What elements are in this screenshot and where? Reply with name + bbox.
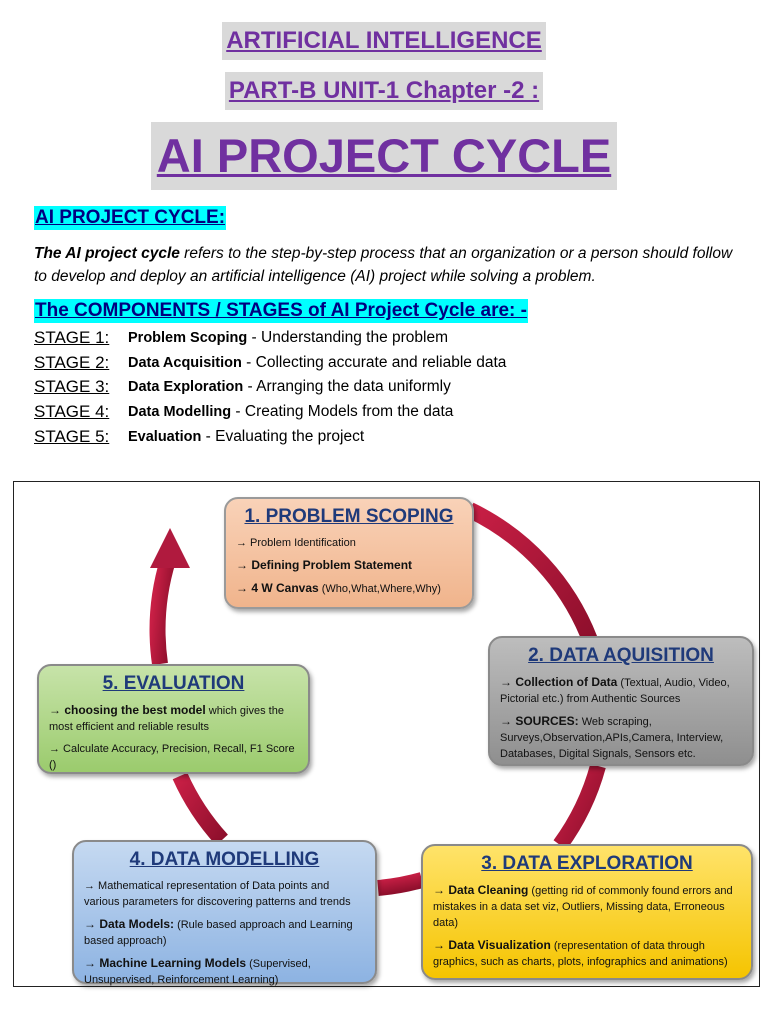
box-item-extra: (representation of data through graphics…: [433, 940, 728, 968]
stage-number: STAGE 4:: [34, 402, 110, 421]
box-item: → Collection of Data (Textual, Audio, Vi…: [500, 674, 744, 707]
stage-desc: - Evaluating the project: [201, 428, 365, 445]
stage-name: Problem Scoping: [128, 330, 248, 346]
box-item-main: → Data Visualization: [433, 938, 551, 952]
box-item-main: → Defining Problem Statement: [236, 558, 413, 572]
box-title: 2. DATA AQUISITION: [528, 645, 714, 666]
main-title-wrap: AI PROJECT CYCLE: [0, 122, 768, 190]
stage-number: STAGE 3:: [34, 377, 110, 396]
cycle-arrow-segment: [466, 502, 598, 643]
cycle-diagram-frame: [13, 481, 760, 987]
box-item-main: → SOURCES:: [500, 714, 579, 728]
box-item: → Problem Identification: [236, 535, 464, 551]
stage-line: Data Acquisition - Collecting accurate a…: [128, 351, 506, 375]
box-item: → Data Visualization (representation of …: [433, 937, 743, 970]
box-item: → Data Models: (Rule based approach and …: [84, 916, 367, 949]
cycle-arrow-segment: [377, 872, 425, 896]
stage-name: Evaluation: [128, 429, 202, 445]
box-item-extra: (Textual, Audio, Video, Pictorial etc.) …: [500, 677, 730, 705]
stage-name: Data Acquisition: [128, 355, 242, 371]
box-item-extra: (Rule based approach and Learning based …: [84, 919, 353, 947]
stage-line: Problem Scoping - Understanding the prob…: [128, 326, 448, 350]
title-line-2: PART-B UNIT-1 Chapter -2 :: [224, 72, 544, 110]
stage-desc: - Understanding the problem: [247, 329, 449, 346]
box-title: 4. DATA MODELLING: [129, 849, 320, 870]
box-title: 5. EVALUATION: [102, 673, 245, 694]
box-item-main: → Data Models:: [84, 917, 175, 931]
stage-number: STAGE 5:: [34, 427, 110, 446]
box-title: 3. DATA EXPLORATION: [481, 853, 693, 874]
stage-desc: - Collecting accurate and reliable data: [241, 354, 507, 371]
box-item-extra: (Supervised, Unsupervised, Reinforcement…: [84, 958, 311, 986]
section-heading-cycle: AI PROJECT CYCLE:: [34, 206, 227, 230]
box-item-extra: (getting rid of commonly found errors an…: [433, 885, 733, 929]
cycle-arrow-segment: [149, 557, 176, 666]
box-item: → 4 W Canvas (Who,What,Where,Why): [236, 580, 464, 597]
box-item-main: → Collection of Data: [500, 675, 618, 689]
stage-box-data-aquisition: 2. DATA AQUISITION → Collection of Data …: [488, 636, 754, 766]
box-item: → Mathematical representation of Data po…: [84, 878, 367, 910]
box-item-extra: Web scraping, Surveys,Observation,APIs,C…: [500, 716, 724, 760]
stage-box-evaluation: 5. EVALUATION → choosing the best model …: [37, 664, 310, 774]
box-item-main: → Machine Learning Models: [84, 956, 247, 970]
intro-bold: The AI project cycle: [34, 245, 180, 262]
stage-number: STAGE 2:: [34, 353, 110, 372]
stage-line: Data Modelling - Creating Models from th…: [128, 400, 453, 424]
title-line-1-wrap: ARTIFICIAL INTELLIGENCE: [0, 22, 768, 60]
box-item-extra: (Who,What,Where,Why): [318, 583, 441, 595]
title-line-1: ARTIFICIAL INTELLIGENCE: [222, 22, 546, 60]
box-item: → SOURCES: Web scraping, Surveys,Observa…: [500, 713, 744, 762]
box-item: → Data Cleaning (getting rid of commonly…: [433, 882, 743, 931]
intro-rest: refers to the step-by-step process that …: [34, 245, 733, 285]
stage-box-data-exploration: 3. DATA EXPLORATION → Data Cleaning (get…: [421, 844, 753, 980]
box-item-main: → 4 W Canvas: [236, 581, 319, 595]
stage-desc: - Creating Models from the data: [231, 403, 454, 420]
stage-box-data-modelling: 4. DATA MODELLING → Mathematical represe…: [72, 840, 377, 986]
box-item-main: → Mathematical representation of Data po…: [84, 880, 351, 908]
box-item: → Calculate Accuracy, Precision, Recall,…: [49, 741, 300, 773]
main-title: AI PROJECT CYCLE: [150, 122, 618, 190]
box-item-main: → Calculate Accuracy, Precision, Recall,…: [49, 743, 295, 771]
box-item-main: → Data Cleaning: [433, 883, 529, 897]
stage-line: Evaluation - Evaluating the project: [128, 425, 364, 449]
box-item-extra: which gives the most efficient and relia…: [49, 705, 284, 733]
stage-name: Data Exploration: [128, 379, 244, 395]
box-item: → Defining Problem Statement: [236, 557, 464, 574]
stage-number: STAGE 1:: [34, 328, 110, 347]
stage-name: Data Modelling: [128, 404, 232, 420]
intro-paragraph: The AI project cycle refers to the step-…: [34, 242, 734, 288]
stage-desc: - Arranging the data uniformly: [243, 378, 451, 395]
title-line-2-wrap: PART-B UNIT-1 Chapter -2 :: [0, 72, 768, 110]
stage-box-problem-scoping: 1. PROBLEM SCOPING → Problem Identificat…: [224, 497, 474, 609]
cycle-arrowhead: [150, 528, 190, 568]
box-item: → Machine Learning Models (Supervised, U…: [84, 955, 367, 988]
box-item-main: → Problem Identification: [236, 537, 356, 549]
section-heading-stages: The COMPONENTS / STAGES of AI Project Cy…: [34, 299, 528, 323]
box-title: 1. PROBLEM SCOPING: [244, 506, 454, 527]
box-item: → choosing the best model which gives th…: [49, 702, 300, 735]
box-item-main: → choosing the best model: [49, 703, 206, 717]
cycle-arrow-segment: [553, 763, 606, 850]
stage-line: Data Exploration - Arranging the data un…: [128, 375, 451, 399]
cycle-arrow-segment: [172, 772, 228, 846]
